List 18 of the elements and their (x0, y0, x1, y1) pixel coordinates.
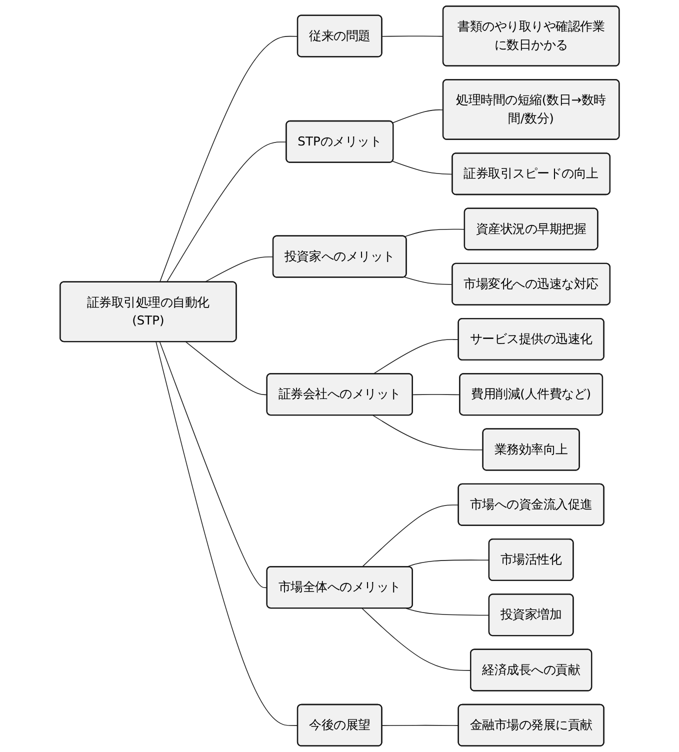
connector (382, 724, 459, 726)
connector (406, 608, 490, 616)
connector (404, 276, 453, 285)
connector (404, 228, 466, 238)
connector (159, 342, 268, 588)
connector (362, 608, 472, 671)
connector (372, 339, 459, 374)
connector (392, 109, 444, 124)
connector (382, 36, 444, 37)
connector (166, 142, 287, 283)
connector (156, 342, 298, 726)
connector (204, 256, 274, 283)
connector (185, 342, 268, 396)
connector (362, 504, 459, 568)
connector (412, 394, 460, 396)
connector (392, 160, 453, 175)
connector (372, 415, 484, 450)
connector (159, 36, 298, 283)
